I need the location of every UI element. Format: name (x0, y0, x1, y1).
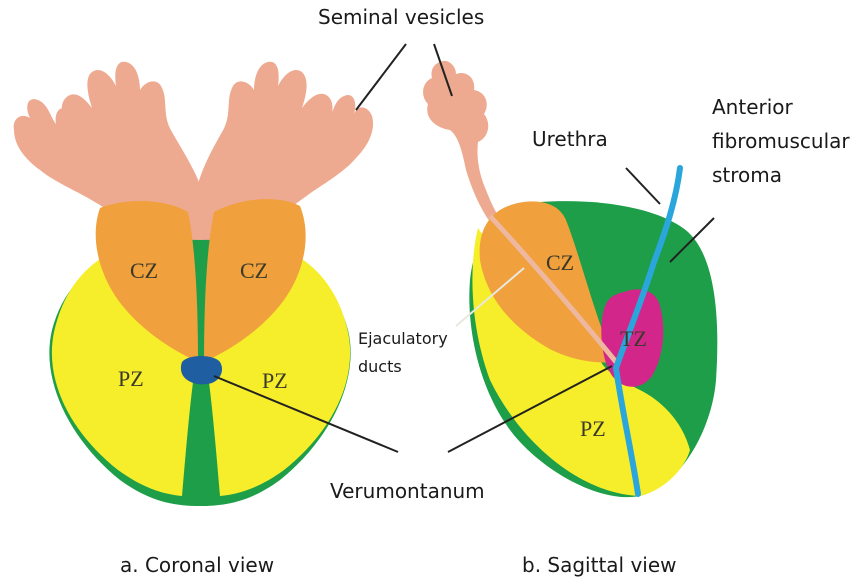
coronal-pz-left-label: PZ (118, 366, 144, 391)
sagittal-cz-label: CZ (546, 250, 574, 275)
coronal-view-caption: a. Coronal view (120, 553, 274, 577)
sagittal-pz-label: PZ (580, 416, 606, 441)
ejaculatory-ducts-label-line1: Ejaculatory (358, 329, 448, 348)
sagittal-seminal-vesicle (423, 61, 500, 222)
seminal-vesicles-label: Seminal vesicles (318, 5, 484, 29)
urethra-pointer (626, 168, 660, 204)
afs-label-line3: stroma (712, 163, 782, 187)
urethra-label: Urethra (532, 127, 608, 151)
coronal-pz-right-label: PZ (262, 368, 288, 393)
coronal-view: CZ CZ PZ PZ (14, 62, 373, 506)
sagittal-tz-label: TZ (620, 326, 647, 351)
seminal-vesicles-pointer-left (356, 44, 406, 110)
ejaculatory-ducts-label-line2: ducts (358, 357, 402, 376)
coronal-cz-right-label: CZ (240, 258, 268, 283)
sagittal-view-caption: b. Sagittal view (522, 553, 677, 577)
verumontanum-label: Verumontanum (330, 479, 485, 503)
afs-label-line1: Anterior (712, 95, 794, 119)
afs-label-line2: fibromuscular (712, 129, 850, 153)
coronal-cz-left-label: CZ (130, 258, 158, 283)
